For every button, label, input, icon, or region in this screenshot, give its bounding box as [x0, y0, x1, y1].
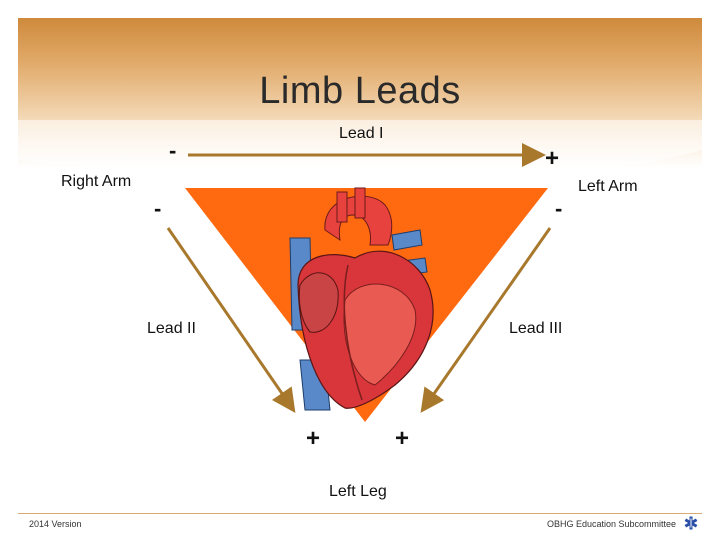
footer-divider — [18, 513, 702, 514]
right-arm-label: Right Arm — [61, 173, 132, 190]
footer-committee: OBHG Education Subcommittee — [547, 519, 677, 529]
lead-i-label: Lead I — [339, 125, 384, 142]
header-wave — [18, 120, 702, 186]
lead-i-negative-sign: - — [169, 138, 177, 163]
footer-version: 2014 Version — [29, 519, 82, 529]
lead-ii-negative-sign: - — [154, 196, 162, 221]
lead-ii-positive-sign: + — [306, 425, 321, 452]
lead-iii-arrow — [420, 227, 552, 413]
lead-ii-label: Lead II — [147, 320, 196, 337]
lead-iii-positive-sign: + — [395, 425, 410, 452]
lead-iii-negative-sign: - — [555, 196, 563, 221]
lead-i-positive-sign: + — [545, 145, 560, 172]
star-of-life-icon — [684, 516, 698, 530]
heart-illustration — [289, 187, 434, 411]
lead-iii-label: Lead III — [509, 320, 563, 337]
lead-ii-arrow — [166, 227, 296, 413]
left-arm-label: Left Arm — [578, 178, 638, 195]
left-leg-label: Left Leg — [329, 483, 387, 500]
slide-title: Limb Leads — [259, 70, 461, 112]
